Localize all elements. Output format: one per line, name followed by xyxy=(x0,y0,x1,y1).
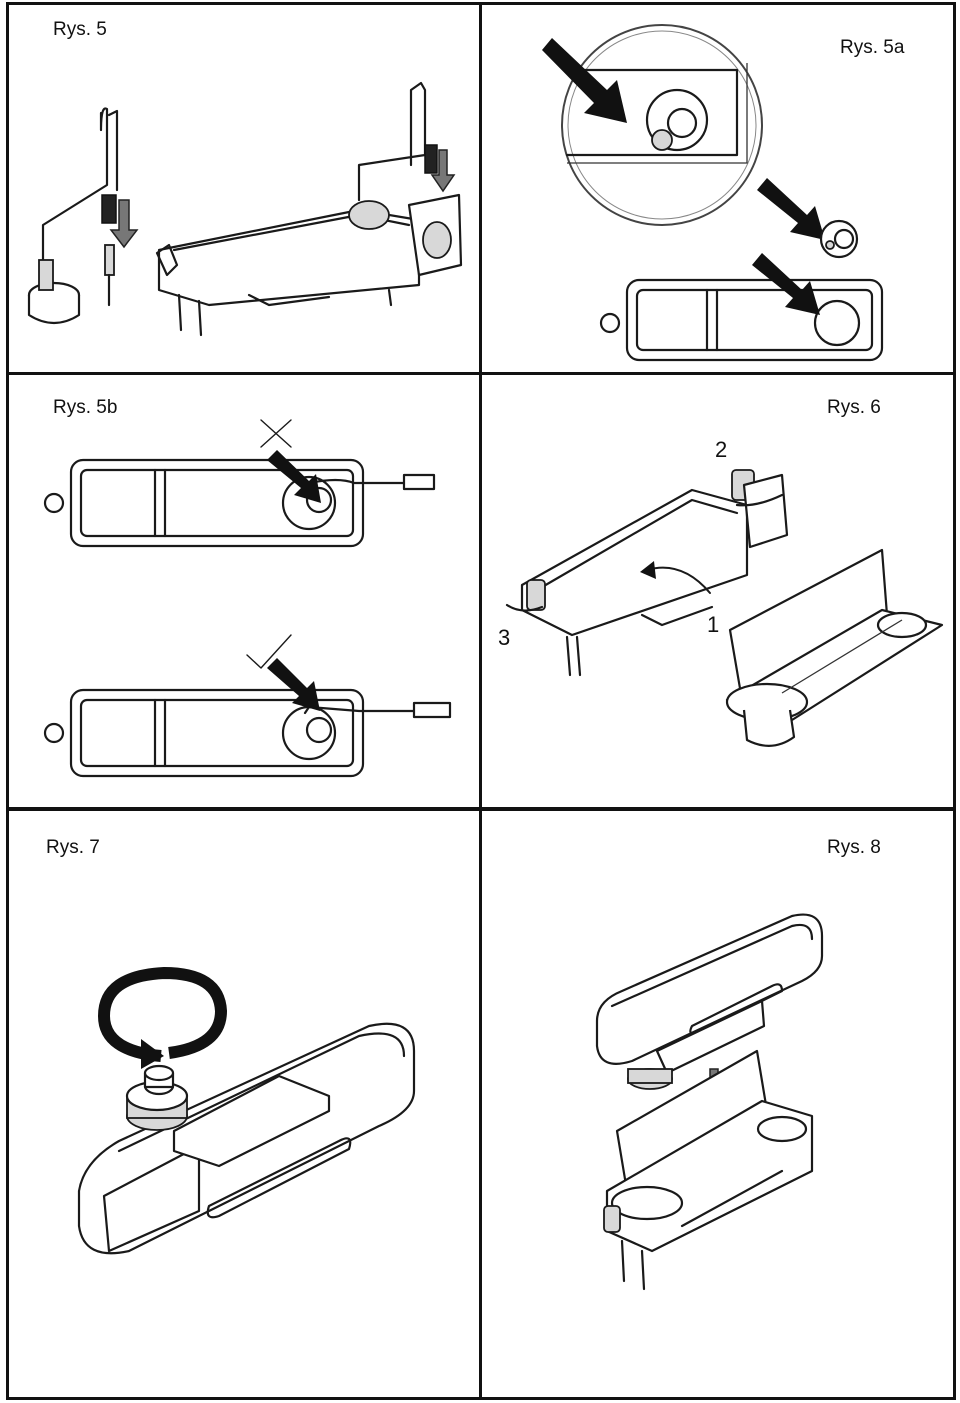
figure-rys6-panel: Rys. 6 1 2 3 xyxy=(479,372,956,810)
step-number: 3 xyxy=(498,625,511,650)
figure-label: Rys. 6 xyxy=(827,397,881,418)
figure-rys5a-panel: Rys. 5a xyxy=(479,2,956,375)
final-assembly-illustration xyxy=(595,913,824,1291)
step-number: 1 xyxy=(707,612,720,637)
cross-icon xyxy=(260,419,292,448)
rotate-arrow-icon xyxy=(97,966,228,1069)
assembly-steps-illustration xyxy=(505,469,944,747)
figure-rys8-panel: Rys. 8 xyxy=(479,808,956,1400)
figure-rys5b-panel: Rys. 5b xyxy=(6,372,482,810)
figure-label: Rys. 7 xyxy=(46,837,100,858)
knob-rotation-illustration xyxy=(77,966,416,1255)
step-number: 2 xyxy=(715,437,728,462)
check-icon xyxy=(246,634,292,669)
humidifier-cable-illustration xyxy=(27,81,463,337)
figure-label: Rys. 5 xyxy=(53,19,107,40)
figure-label: Rys. 5b xyxy=(53,397,118,418)
cable-routing-illustration xyxy=(43,419,452,778)
figure-label: Rys. 5a xyxy=(840,37,905,58)
magnified-lid-illustration xyxy=(542,24,884,362)
figure-rys7-panel: Rys. 7 xyxy=(6,808,482,1400)
figure-rys5-panel: Rys. 5 xyxy=(6,2,482,375)
figure-label: Rys. 8 xyxy=(827,837,881,858)
